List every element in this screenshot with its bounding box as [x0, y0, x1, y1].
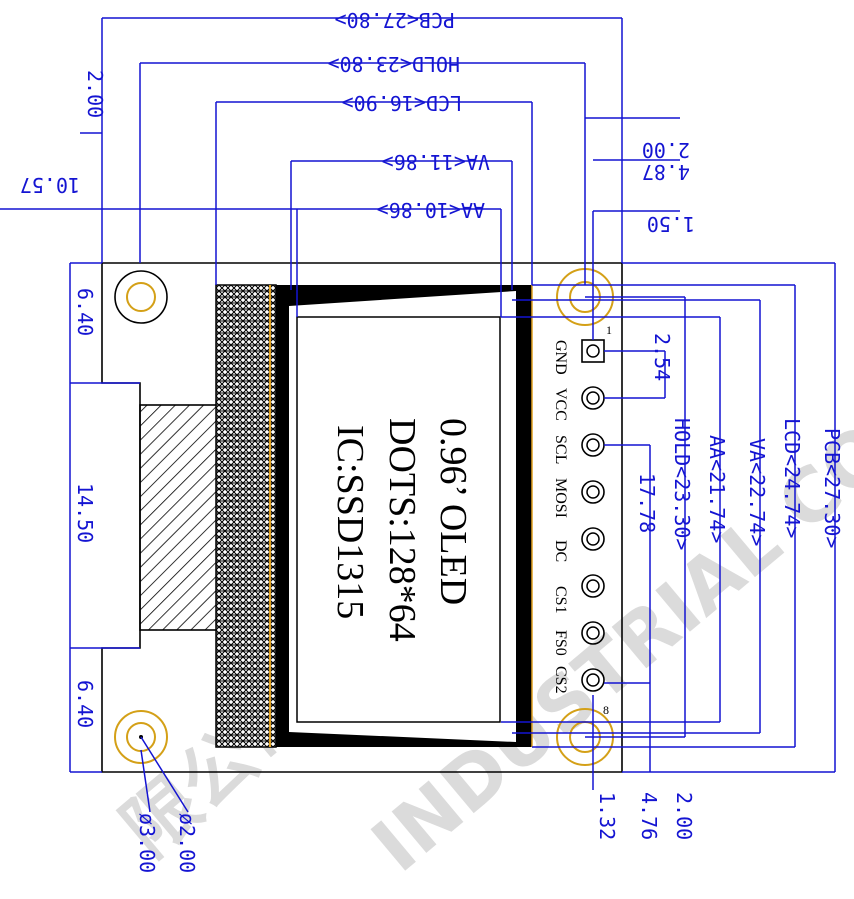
dim-hold-width: HOLD<23.80> [328, 52, 460, 76]
panel-glass-edge [215, 284, 277, 748]
dim-1-50: 1.50 [647, 212, 695, 236]
dim-pcb-height: PCB<27.30> [820, 428, 844, 548]
pin-label-vcc: VCC [552, 388, 569, 421]
dim-right-2-00: 2.00 [642, 138, 690, 162]
pin-label-dc: DC [552, 540, 569, 562]
pin-label-mosi: MOSI [552, 478, 569, 518]
oled-panel [215, 284, 533, 748]
pin-7-hole [586, 626, 600, 640]
dim-lcd-width: LCD<16.90> [342, 91, 462, 115]
pin-hole [586, 344, 600, 358]
dim-1-32: 1.32 [595, 792, 619, 840]
dimension-lines [0, 17, 836, 813]
pin-8-hole [586, 673, 600, 687]
pin-label-scl: SCL [552, 435, 569, 464]
hole-top-left [114, 270, 168, 324]
pin-8-pad [581, 668, 605, 692]
pcb-outline [101, 262, 623, 773]
pin-label-cs2: CS2 [552, 666, 569, 694]
pin-7-pad [581, 621, 605, 645]
pin-3-hole [586, 438, 600, 452]
dim-va-height: VA<22.74> [745, 438, 769, 546]
dim-span-17-78: 17.78 [635, 473, 659, 533]
dim-hold-height: HOLD<23.30> [670, 418, 694, 550]
dim-left-6-40-bottom: 6.40 [73, 680, 97, 728]
dim-left-6-40-top: 6.40 [73, 288, 97, 336]
dimension-labels: PCB<27.80> HOLD<23.80> LCD<16.90> VA<11.… [20, 8, 844, 873]
pin-first-number: 1 [606, 323, 612, 337]
display-line-1: 0.96’ OLED [432, 418, 474, 605]
pin-4-pad [581, 480, 605, 504]
hole-ring [126, 282, 156, 312]
pin-2-hole [586, 391, 600, 405]
dim-lcd-height: LCD<24.74> [780, 418, 804, 538]
display-line-3: IC:SSD1315 [329, 425, 371, 619]
dim-bottom-2-00: 2.00 [672, 792, 696, 840]
pin-2-pad [581, 386, 605, 410]
dim-pitch-2-54: 2.54 [650, 333, 674, 381]
dim-left-14-50: 14.50 [73, 483, 97, 543]
pin-1-square [581, 339, 605, 363]
dim-hole-d2: ø2.00 [175, 813, 199, 873]
pin-label-cs1: CS1 [552, 586, 569, 614]
hole-bottom-left [114, 710, 168, 764]
pin-4-hole [586, 485, 600, 499]
fpc-cable [139, 404, 219, 631]
pin-5-pad [581, 527, 605, 551]
pin-label-fs0: FS0 [552, 630, 569, 656]
dim-left-2-00: 2.00 [83, 70, 107, 118]
active-area [296, 316, 501, 723]
dim-aa-height: AA<21.74> [705, 435, 729, 543]
pin-6-hole [586, 579, 600, 593]
dim-va-width: VA<11.86> [382, 150, 490, 174]
pin-3-pad [581, 433, 605, 457]
dim-hole-d3: ø3.00 [135, 813, 159, 873]
display-text: 0.96’ OLED DOTS:128*64 IC:SSD1315 [329, 418, 474, 642]
pin-label-gnd: GND [552, 340, 569, 375]
dim-aa-width: AA<10.86> [377, 198, 485, 222]
display-line-2: DOTS:128*64 [381, 418, 423, 642]
pin-5-hole [586, 532, 600, 546]
dim-4-87: 4.87 [642, 160, 690, 184]
dim-10-57: 10.57 [20, 173, 80, 197]
pin-last-number: 8 [603, 703, 609, 717]
dim-4-76: 4.76 [637, 792, 661, 840]
pin-6-pad [581, 574, 605, 598]
dim-pcb-width: PCB<27.80> [335, 8, 455, 32]
